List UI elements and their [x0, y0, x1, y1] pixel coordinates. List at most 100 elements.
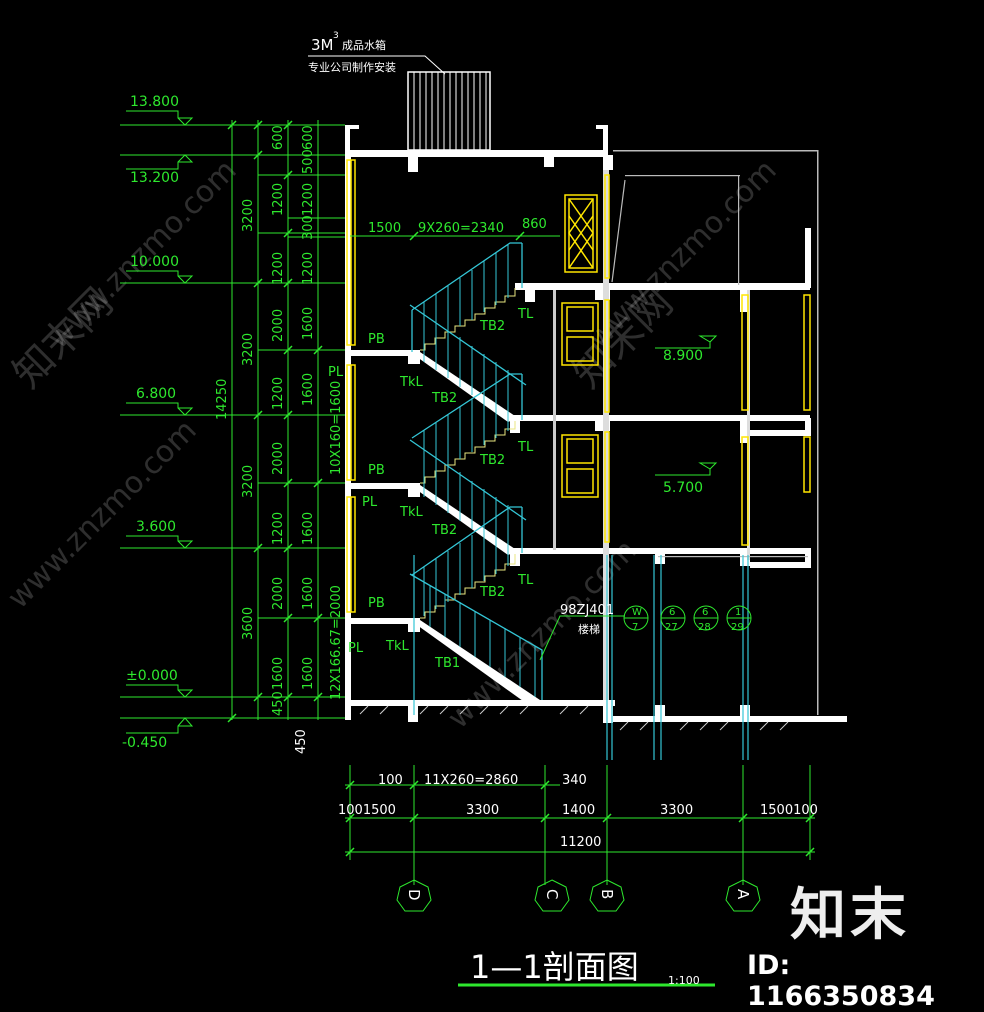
label-tl: TL [517, 307, 534, 322]
dim-1001500: 1001500 [338, 803, 396, 818]
label-tb1: TB1 [434, 656, 460, 671]
dim-total-height: 14250 [215, 379, 230, 420]
label-pb: PB [368, 596, 385, 611]
dim-2000: 2000 [271, 309, 286, 342]
tank-volume: 3M [311, 36, 334, 54]
dim-1200: 1200 [271, 183, 286, 216]
dim-100: 100 [378, 773, 403, 788]
dim-1200: 1200 [301, 183, 316, 216]
axis-d: D [405, 889, 423, 901]
dim-1200: 1200 [301, 252, 316, 285]
elevation-10000: 10.000 [130, 254, 179, 270]
dim-riser-10x160: 10X160=1600 [329, 381, 344, 475]
axis-c: C [543, 889, 561, 899]
dim-300: 300 [301, 215, 316, 240]
dim-2000: 2000 [271, 577, 286, 610]
dimension-text: 3M 3 成品水箱 专业公司制作安装 13.800 13.200 10.000 … [122, 31, 818, 987]
dim-500: 500 [301, 149, 316, 174]
ref3-top: 6 [702, 607, 708, 618]
dim-1500: 1500 [368, 221, 401, 236]
drawing-scale: 1:100 [668, 974, 700, 987]
watermark-logo: 知末 [790, 883, 910, 948]
dim-860: 860 [522, 217, 547, 232]
ref2-bot: 27 [665, 622, 678, 633]
label-tb2: TB2 [431, 523, 457, 538]
elevation-13200: 13.200 [130, 170, 179, 186]
stair-steps [420, 288, 516, 619]
label-tb2: TB2 [479, 585, 505, 600]
dim-1600: 1600 [301, 512, 316, 545]
dim-1600: 1600 [301, 373, 316, 406]
elevation-5700: 5.700 [663, 480, 703, 496]
label-tkl: TkL [385, 639, 409, 654]
elevation-minus450: -0.450 [122, 735, 167, 751]
dimension-lines [120, 110, 815, 987]
axis-b: B [598, 889, 616, 899]
dim-1500100: 1500100 [760, 803, 818, 818]
dim-1200: 1200 [271, 512, 286, 545]
dim-1400: 1400 [562, 803, 595, 818]
dim-riser-12x: 12X166.67=2000 [329, 585, 344, 700]
label-tb2: TB2 [479, 453, 505, 468]
tank-note-line1: 成品水箱 [342, 38, 386, 52]
elevation-8900: 8.900 [663, 348, 703, 364]
dim-450: 450 [271, 691, 286, 716]
elevation-13800: 13.800 [130, 94, 179, 110]
label-pb: PB [368, 332, 385, 347]
dim-1600: 1600 [301, 307, 316, 340]
label-pl: PL [328, 365, 344, 380]
label-pb: PB [368, 463, 385, 478]
dim-3200: 3200 [241, 333, 256, 366]
label-tkl: TkL [399, 505, 423, 520]
ref-code: 98ZJ401 [560, 603, 614, 618]
watermark-brand: 知末网 [5, 280, 122, 397]
ref3-bot: 28 [698, 622, 711, 633]
ref2-top: 6 [669, 607, 675, 618]
windows [346, 159, 811, 613]
dim-1200: 1200 [271, 252, 286, 285]
ref4-top: 1 [735, 607, 741, 618]
column-lines [413, 555, 749, 760]
ref4-bot: 29 [731, 622, 744, 633]
ref1-bot: 7 [632, 622, 638, 633]
dim-3300: 3300 [466, 803, 499, 818]
dim-450-ground: 450 [294, 729, 309, 754]
dim-1600: 1600 [301, 657, 316, 690]
label-pl: PL [362, 495, 378, 510]
ground-hatch [359, 705, 789, 731]
elevation-3600: 3.600 [136, 519, 176, 535]
label-tb2: TB2 [479, 319, 505, 334]
label-tl: TL [517, 440, 534, 455]
label-pl: PL [348, 641, 364, 656]
tank-note-line2: 专业公司制作安装 [308, 60, 396, 74]
label-tkl: TkL [399, 375, 423, 390]
dim-total-width: 11200 [560, 835, 601, 850]
dim-3600: 3600 [241, 607, 256, 640]
dim-3200: 3200 [241, 199, 256, 232]
dim-1200: 1200 [271, 377, 286, 410]
label-tl: TL [517, 573, 534, 588]
dim-600: 600 [301, 125, 316, 150]
dim-2000: 2000 [271, 442, 286, 475]
dim-1600: 1600 [271, 657, 286, 690]
dim-3200: 3200 [241, 465, 256, 498]
drawing-title: 1—1剖面图 [470, 948, 639, 986]
stair-slabs [410, 352, 540, 706]
dim-340: 340 [562, 773, 587, 788]
dim-treads-top: 9X260=2340 [418, 221, 504, 236]
water-tank [308, 55, 491, 151]
watermark-id: ID: 1166350834 [747, 950, 935, 1012]
ref-name: 楼梯 [578, 622, 600, 636]
elevation-0: ±0.000 [126, 668, 178, 684]
dim-3300: 3300 [660, 803, 693, 818]
watermark-url: www.znzmo.com [1, 413, 204, 616]
label-tb2: TB2 [431, 391, 457, 406]
elevation-6800: 6.800 [136, 386, 176, 402]
railings [409, 242, 543, 700]
dim-treads-bottom: 11X260=2860 [424, 773, 518, 788]
ref1-top: W [632, 607, 642, 618]
tank-volume-sup: 3 [333, 31, 339, 41]
dim-600: 600 [271, 125, 286, 150]
dim-1600: 1600 [301, 577, 316, 610]
